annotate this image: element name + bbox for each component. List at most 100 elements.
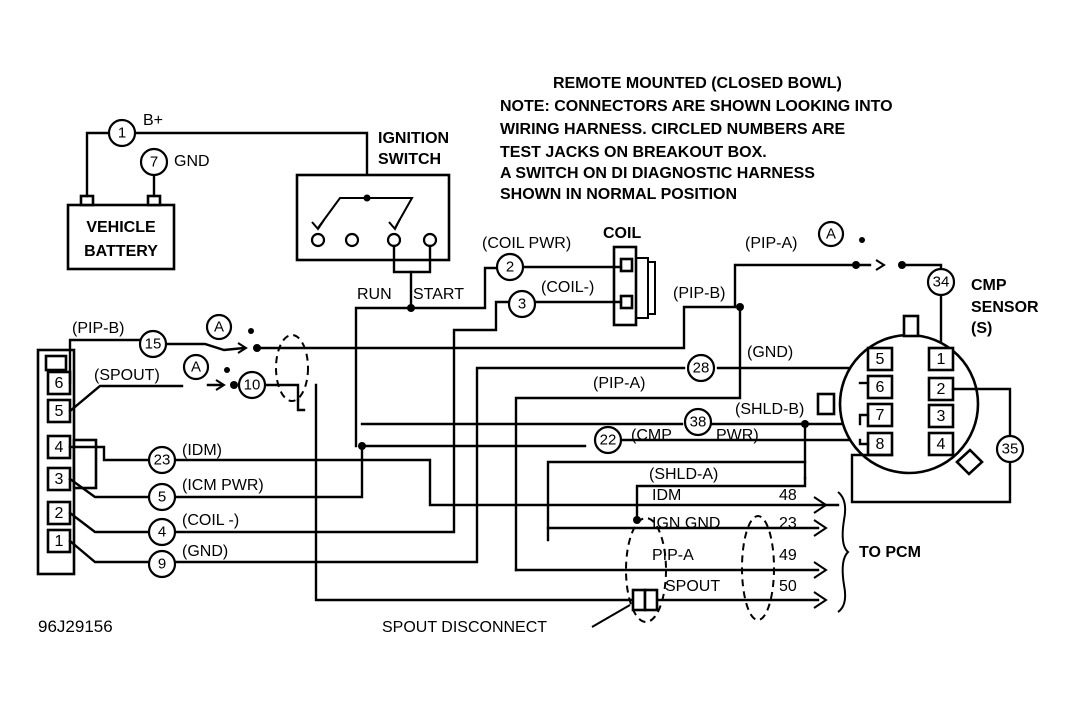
ignition-coil [612,245,656,327]
test-jack-5 [147,482,177,512]
spout-left-wire [68,384,184,413]
figure-id: 96J29156 [38,617,113,636]
test-jack-23-label: 23 [154,452,171,469]
cmp-pin-2-label: 2 [937,381,946,398]
cmp-pwr-stub-pin8 [858,438,870,446]
test-jack-4 [147,517,177,547]
jack-35-return [850,453,1012,504]
pcm-row-pip-a-pin: 49 [779,547,797,564]
test-jack-5-label: 5 [158,489,166,506]
pip-b-switch-arrow [237,342,248,354]
pin-3-label: 3 [55,471,64,488]
coil-pin-top [619,257,634,273]
cmp-sensor-key [955,448,984,476]
pip-b-mid-label: (PIP-B) [673,285,725,302]
test-jack-1-label: 1 [118,125,126,142]
bplus-label: B+ [143,112,163,129]
cmp-pwr-label-1: (CMP [631,427,672,444]
test-jack-23 [147,445,177,475]
test-jack-2-label: 2 [506,259,514,276]
pcm-row-pip-a-name: PIP-A [652,547,694,564]
coil-neg-label: (COIL-) [541,279,594,296]
test-jack-10 [237,370,267,400]
switch-a-dot-cmp [859,237,865,243]
shld-a-label: (SHLD-A) [649,466,718,483]
pin-5-label: 5 [55,403,64,420]
coil-latch-outer [648,261,656,315]
pcm-row-ign-gnd-name: IGN GND [652,515,720,532]
pip-a-top-label: (PIP-A) [745,235,797,252]
test-jack-28 [686,353,716,383]
pip-b-switch-wire [164,342,246,352]
note-line-3: TEST JACKS ON BREAKOUT BOX. [500,144,767,161]
gnd-left-wire [68,539,150,564]
pin-2-label: 2 [55,505,64,522]
ignition-contact-arm-1 [317,197,367,229]
spout-disconnect-half-a [631,588,647,612]
pcm-row-spout-pin: 50 [779,578,797,595]
cmp-pin-6 [866,374,894,400]
battery-post-negative [146,194,162,207]
pcm-row-spout-name: SPOUT [665,578,720,595]
cmp-label-line1: CMP [971,277,1007,294]
shld-b-drain-connector [816,392,836,416]
switch-a-dot-pip [248,328,254,334]
di-harness-connector: 6 5 4 3 2 1 [36,348,98,576]
cmp-pin-3 [927,403,955,429]
test-jack-22-label: 22 [600,432,617,449]
test-jack-15-label: 15 [145,336,162,353]
test-jack-9 [147,549,177,579]
cmp-pin-4-label: 4 [937,436,946,453]
left-connector-latch [72,438,98,490]
ignition-terminal-2 [344,232,360,248]
note-line-1: NOTE: CONNECTORS ARE SHOWN LOOKING INTO [500,98,893,115]
test-jack-7 [139,147,169,177]
cmp-label-line2: SENSOR [971,299,1039,316]
spout-label: (SPOUT) [94,367,160,384]
test-jack-10-label: 10 [244,377,261,394]
battery-positive-wire [85,131,111,198]
test-jack-2 [495,252,525,282]
icm-pwr-left-wire [68,477,150,499]
icm-pwr-main-wire [174,444,587,499]
test-jack-3-label: 3 [518,296,526,313]
battery-label-line2: BATTERY [84,243,158,260]
run-label: RUN [357,286,392,303]
ignition-arrow-2 [388,218,401,231]
note-line-4: A SWITCH ON DI DIAGNOSTIC HARNESS [500,165,815,182]
test-jack-28-label: 28 [693,360,710,377]
pcm-brace [837,491,850,613]
gnd-label: GND [174,153,210,170]
test-jack-7-label: 7 [150,154,158,171]
test-jack-34 [926,267,956,297]
pip-b-main-wire [255,263,858,350]
coil-title: COIL [603,225,641,242]
coil-neg-left-wire [68,511,150,534]
ignition-terminal-4 [422,232,438,248]
spout-switch-arrow [215,379,226,391]
ignition-switch-body [295,173,451,262]
ignition-switch [295,173,451,262]
cmp-sensor-tab [902,314,920,338]
left-connector-key [44,354,68,372]
cmp-label-line3: (S) [971,320,992,337]
pcm-arrow-idm [813,496,828,514]
cmp-pin-3-label: 3 [937,408,946,425]
cmp-pwr-label-2: PWR) [716,427,759,444]
cmp-pin-8-label: 8 [876,436,885,453]
pin-1-label: 1 [55,533,64,550]
cmp-pin-4 [927,431,955,457]
pcm-shield-oval-left [625,517,667,623]
gnd-main-wire [174,366,686,564]
cmp-pin-1 [927,346,955,372]
switch-a-marker-cmp-label: A [826,226,836,243]
pcm-row-ign-gnd-pin: 23 [779,515,797,532]
coil-neg-main-wire [174,300,510,534]
pcm-row-idm-pin: 48 [779,487,797,504]
idm-label: (IDM) [182,442,222,459]
test-jacks: 1 7 2 3 15 10 23 5 4 9 28 38 22 34 35 [107,118,1025,579]
coil-pin-bottom [619,294,634,310]
icm-pwr-label: (ICM PWR) [182,477,264,494]
spout-disconnect [631,588,659,612]
spout-disconnect-half-b [643,588,659,612]
